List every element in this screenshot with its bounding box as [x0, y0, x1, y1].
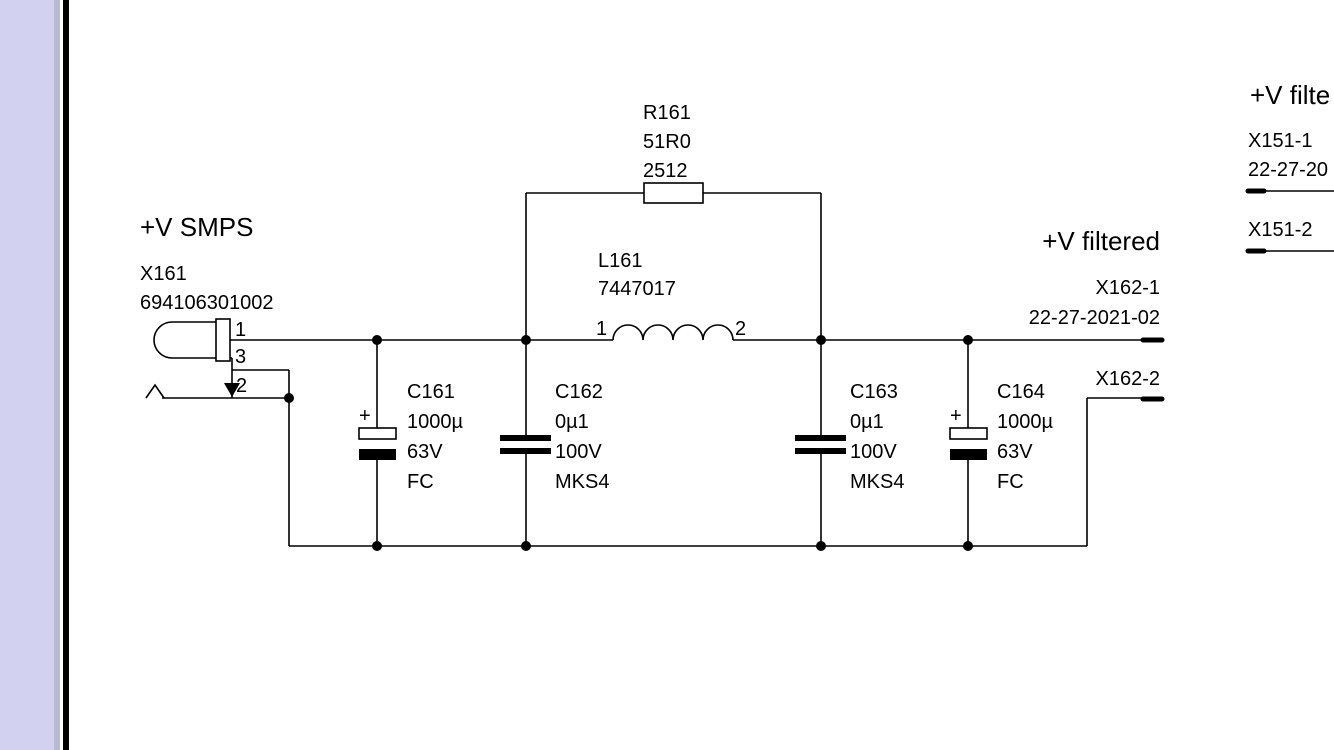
x162-1-part: 22-27-2021-02 [1029, 307, 1160, 329]
c161-value: 1000µ [407, 411, 463, 433]
wires [162, 190, 1334, 547]
connector-pins [1140, 188, 1267, 402]
c161-type: FC [407, 471, 434, 493]
x161-pin1-label: 1 [235, 319, 246, 341]
x161-ref: X161 [140, 263, 187, 285]
c164-polarity: + [950, 405, 962, 427]
c161-polarity: + [359, 405, 371, 427]
c162-capacitor-symbol[interactable] [500, 435, 551, 454]
r161-resistor-symbol[interactable] [643, 182, 704, 204]
c161-ref: C161 [407, 381, 455, 403]
l161-pin2-label: 2 [735, 318, 746, 340]
x161-part: 694106301002 [140, 292, 273, 314]
net-label-input: +V SMPS [140, 212, 253, 242]
l161-value: 7447017 [598, 278, 676, 300]
c162-value: 0µ1 [555, 411, 589, 433]
c163-voltage: 100V [850, 441, 897, 463]
sheet-border [63, 0, 69, 750]
l161-inductor-symbol[interactable] [612, 324, 734, 341]
x151-2-ref: X151-2 [1248, 219, 1313, 241]
c163-ref: C163 [850, 381, 898, 403]
c164-value: 1000µ [997, 411, 1053, 433]
c161-capacitor-symbol[interactable] [358, 427, 397, 460]
panel-splitter[interactable] [54, 0, 60, 750]
c164-voltage: 63V [997, 441, 1033, 463]
x151-1-part: 22-27-20 [1248, 159, 1328, 181]
r161-value: 51R0 [643, 131, 691, 153]
x162-1-ref: X162-1 [1096, 277, 1161, 299]
c162-voltage: 100V [555, 441, 602, 463]
x151-1-ref: X151-1 [1248, 130, 1313, 152]
c162-type: MKS4 [555, 471, 609, 493]
r161-package: 2512 [643, 160, 688, 182]
c162-ref: C162 [555, 381, 603, 403]
net-label-output: +V filtered [1042, 226, 1160, 256]
x161-pin3-label: 3 [235, 346, 246, 368]
l161-pin1-label: 1 [596, 318, 607, 340]
c161-voltage: 63V [407, 441, 443, 463]
c163-type: MKS4 [850, 471, 904, 493]
c164-type: FC [997, 471, 1024, 493]
net-label-offscreen: +V filte [1250, 80, 1330, 110]
x162-2-ref: X162-2 [1096, 368, 1161, 390]
c163-value: 0µ1 [850, 411, 884, 433]
c163-capacitor-symbol[interactable] [795, 435, 846, 454]
left-panel [0, 0, 54, 750]
x161-jack-symbol[interactable] [145, 318, 240, 399]
l161-ref: L161 [598, 250, 643, 272]
x161-pin2-label: 2 [236, 375, 247, 397]
junctions [284, 335, 973, 551]
c164-ref: C164 [997, 381, 1045, 403]
c164-capacitor-symbol[interactable] [949, 427, 988, 460]
r161-ref: R161 [643, 102, 691, 124]
